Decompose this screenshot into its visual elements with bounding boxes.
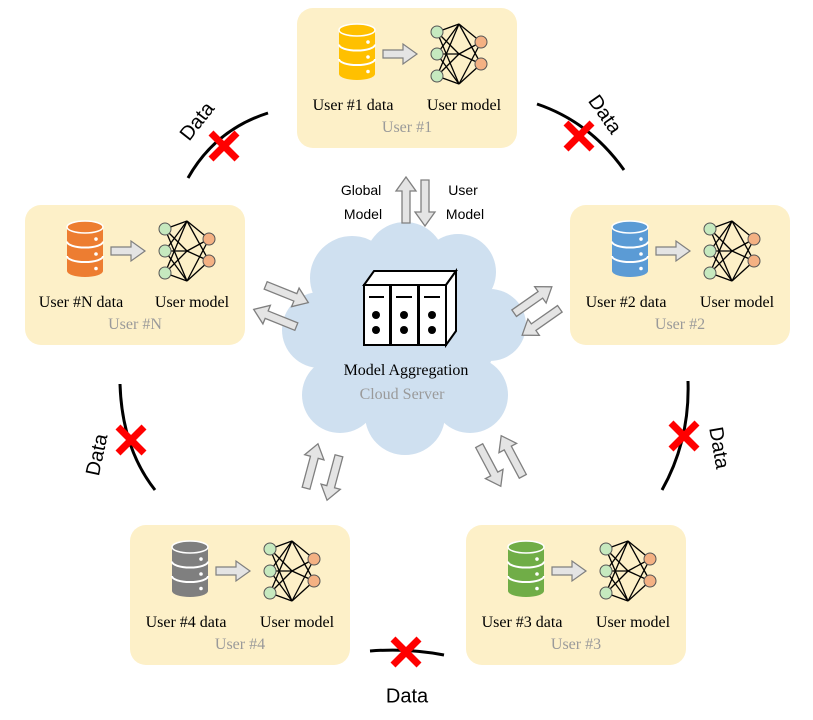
user-name-label: User #1 [382,119,432,136]
arrow-icon [394,175,418,224]
exchange-arrows-user-3 [474,434,528,488]
user-data-label: User #2 data [586,294,667,311]
neural-network-icon [158,220,216,282]
server-rack-icon [362,267,458,349]
arrow-right-icon [655,239,692,263]
data-label: Data [704,425,733,471]
user-name-label: User #3 [551,636,601,653]
user-model-label: User model [155,294,230,311]
boundary-line [186,111,269,179]
user-model-label: User Model [446,182,484,222]
user-data-label: User #N data [39,294,123,311]
data-separator-top-right: Data [536,91,626,171]
server-title: Model Aggregation [344,362,469,379]
global-model-label: Global Model [341,182,385,222]
database-icon [611,220,649,277]
user-data-label: User #4 data [146,614,227,631]
arrow-right-icon [215,559,252,583]
arrow-icon [301,442,326,491]
database-icon [338,23,376,80]
neural-network-icon [599,540,657,602]
red-x-icon [390,636,422,668]
data-separator-left: Data [82,383,157,491]
exchange-arrows-user-2 [510,285,564,337]
user-name-label: User #4 [215,636,265,653]
arrow-right-icon [382,42,419,66]
user-model-label: User model [596,614,671,631]
model-flow-labels: Global Model User Model [341,182,484,222]
arrow-right-icon [110,239,147,263]
arrow-icon [319,453,344,502]
red-x-icon [115,424,147,456]
arrow-icon [263,280,310,308]
data-separator-bottom: Data [369,636,445,707]
arrow-icon [252,304,299,332]
neural-network-icon [703,220,761,282]
exchange-arrows-user-n [252,280,310,332]
red-x-icon [668,420,700,452]
red-x-icon [563,120,595,152]
user-data-label: User #3 data [482,614,563,631]
database-icon [66,220,104,277]
data-separator-top-left: Data [176,97,269,179]
data-label: Data [386,685,429,707]
arrow-icon [413,179,437,228]
user-data-label: User #1 data [313,97,394,114]
database-icon [507,540,545,597]
database-icon [171,540,209,597]
server-subtitle: Cloud Server [360,386,446,403]
neural-network-icon [263,540,321,602]
user-name-label: User #N [108,316,162,333]
cloud-server: Model Aggregation Cloud Server [282,222,526,455]
exchange-arrows-user-1 [394,175,437,228]
user-model-label: User model [700,294,775,311]
arrow-right-icon [551,559,588,583]
arrow-icon [498,434,528,480]
user-model-label: User model [427,97,502,114]
data-label: Data [82,431,112,478]
arrow-icon [510,285,553,318]
exchange-arrows-user-4 [301,442,344,502]
arrow-icon [474,442,504,488]
data-separator-right: Data [660,380,733,491]
user-model-label: User model [260,614,335,631]
arrow-icon [521,304,564,337]
user-name-label: User #2 [655,316,705,333]
red-x-icon [208,130,240,162]
neural-network-icon [430,23,488,85]
